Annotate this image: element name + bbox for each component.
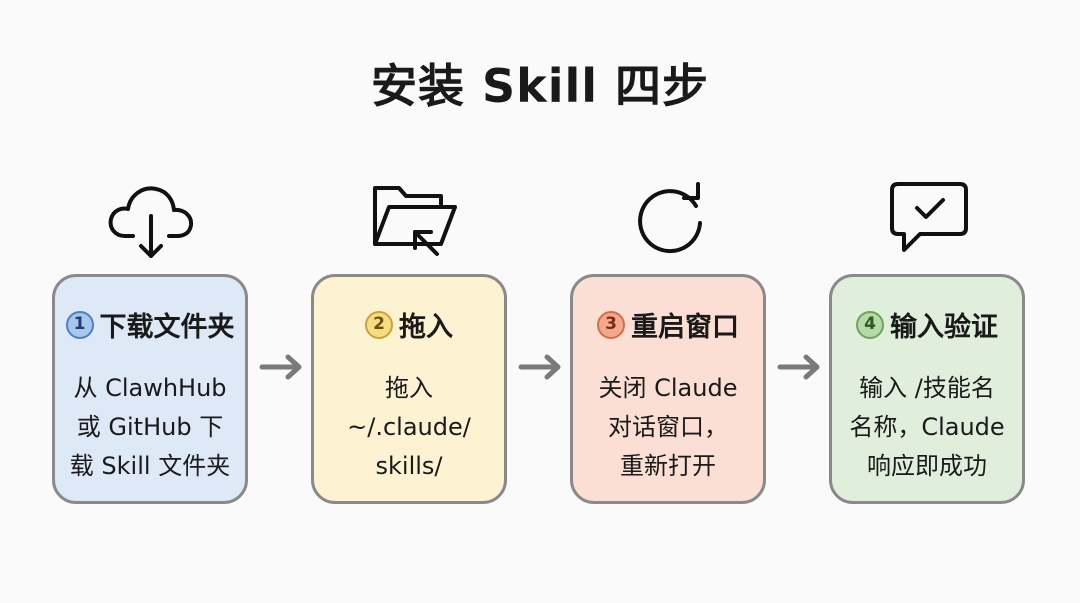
step-header: 4 输入验证 (832, 305, 1022, 344)
folder-arrow-icon (365, 178, 465, 268)
step-number-badge: 4 (856, 310, 884, 339)
step-title: 重启窗口 (631, 312, 739, 343)
arrow-right-icon (258, 352, 306, 382)
step-card-1: 1 下载文件夹 从 ClawhHub 或 GitHub 下 载 Skill 文件… (52, 274, 248, 504)
step-title: 输入验证 (890, 312, 998, 343)
arrow-right-icon (776, 352, 824, 382)
step-description: 输入 /技能名 名称，Claude 响应即成功 (849, 374, 1005, 480)
step-number-badge: 2 (365, 310, 393, 339)
step-title: 下载文件夹 (99, 312, 235, 343)
arrow-right-icon (517, 352, 565, 382)
restart-icon (620, 178, 720, 268)
step-card-4: 4 输入验证 输入 /技能名 名称，Claude 响应即成功 (829, 274, 1025, 504)
chat-check-icon (880, 178, 980, 268)
step-description: 从 ClawhHub 或 GitHub 下 载 Skill 文件夹 (69, 374, 231, 480)
step-number-badge: 1 (65, 310, 94, 339)
step-card-2: 2 拖入 拖入 ~/.claude/ skills/ (311, 274, 507, 504)
step-card-3: 3 重启窗口 关闭 Claude 对话窗口， 重新打开 (570, 274, 766, 504)
page-title: 安装 Skill 四步 (370, 59, 710, 113)
step-header: 2 拖入 (314, 305, 504, 344)
step-header: 1 下载文件夹 (55, 305, 245, 344)
step-number-badge: 3 (597, 310, 625, 339)
cloud-download-icon (101, 178, 201, 268)
step-title: 拖入 (399, 312, 453, 343)
step-header: 3 重启窗口 (573, 305, 763, 344)
step-description: 拖入 ~/.claude/ skills/ (347, 374, 471, 480)
step-description: 关闭 Claude 对话窗口， 重新打开 (598, 374, 738, 480)
